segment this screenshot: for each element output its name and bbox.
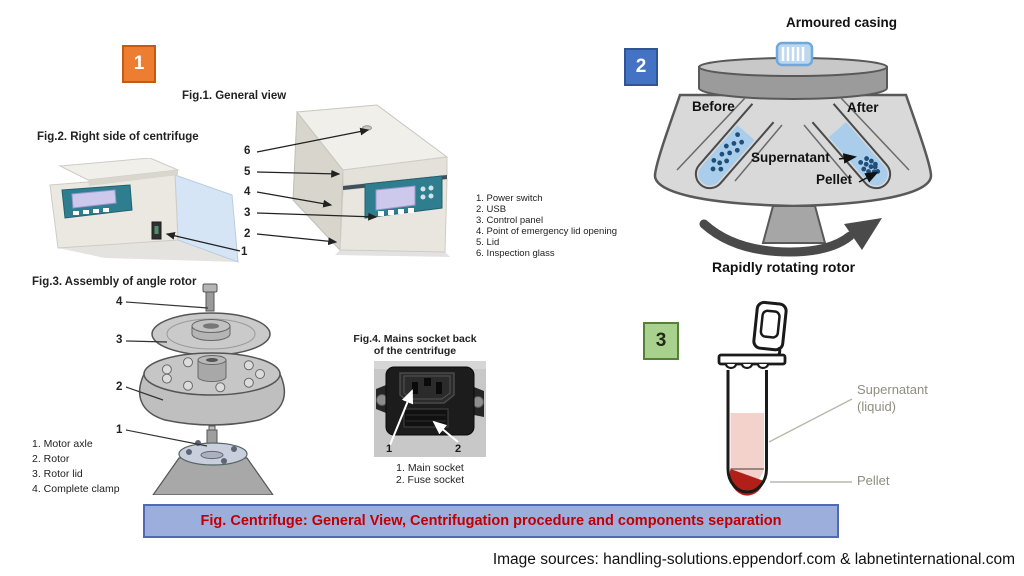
fig3-rotor-assembly-image	[138, 283, 286, 495]
before-label: Before	[692, 99, 735, 114]
fig3-callout-3: 3	[116, 334, 123, 346]
fig1-legend-line: 1. Power switch	[476, 193, 543, 204]
fig1-legend: 1. Power switch 2. USB 3. Control panel …	[476, 193, 617, 259]
fig1-legend-line: 4. Point of emergency lid opening	[476, 226, 618, 237]
fig1-centrifuge-general-view-image	[292, 104, 450, 257]
figure-caption-text: Fig. Centrifuge: General View, Centrifug…	[200, 513, 782, 529]
fig3-legend-line: 1. Motor axle	[32, 438, 93, 450]
fig1-legend-line: 6. Inspection glass	[476, 248, 555, 259]
fig3-legend-line: 4. Complete clamp	[32, 483, 120, 495]
tube-pellet-label: Pellet	[857, 473, 890, 488]
fig4-mains-socket-photo	[374, 361, 486, 457]
fig3-callout-4: 4	[116, 296, 123, 308]
fig3-callout-2: 2	[116, 381, 123, 393]
fig4-title: Fig.4. Mains socket back of the centrifu…	[352, 333, 478, 357]
rotating-rotor-label: Rapidly rotating rotor	[712, 259, 856, 275]
armoured-casing-label: Armoured casing	[786, 15, 898, 30]
fig1-legend-line: 2. USB	[476, 204, 507, 215]
fig1-callout-5: 5	[244, 166, 251, 178]
fig1-legend-line: 3. Control panel	[476, 215, 544, 226]
tube-supernatant-label: Supernatant	[857, 382, 928, 397]
fig4-title-line1: Fig.4. Mains socket back	[353, 333, 477, 345]
fig4-legend: 1. Main socket 2. Fuse socket	[374, 462, 486, 486]
section-badge-3: 3	[643, 322, 679, 360]
fig3-legend-line: 2. Rotor	[32, 453, 70, 465]
fig4-legend-line: 1. Main socket	[396, 462, 464, 474]
fig4-callout-2: 2	[455, 443, 462, 455]
pellet-label: Pellet	[816, 172, 853, 187]
image-source-note: Image sources: handling-solutions.eppend…	[492, 551, 1015, 568]
fig4-legend-line: 2. Fuse socket	[395, 474, 465, 486]
centrifugation-diagram-image	[653, 41, 933, 257]
microcentrifuge-tube-image	[717, 300, 853, 496]
fig1-callout-6: 6	[244, 145, 251, 157]
fig2-centrifuge-right-side-image	[49, 158, 239, 263]
tube-supernatant-sub-label: (liquid)	[857, 399, 897, 414]
fig4-callout-1: 1	[386, 443, 393, 455]
fig2-title: Fig.2. Right side of centrifuge	[37, 131, 199, 143]
fig1-legend-line: 5. Lid	[476, 237, 500, 248]
section-badge-2: 2	[624, 48, 658, 86]
fig3-callout-1: 1	[116, 424, 123, 436]
fig1-callout-3: 3	[244, 207, 251, 219]
fig1-callout-4: 4	[244, 186, 251, 198]
fig3-legend: 1. Motor axle 2. Rotor 3. Rotor lid 4. C…	[32, 437, 120, 497]
fig1-callout-2: 2	[244, 228, 251, 240]
section-badge-1: 1	[122, 45, 156, 83]
after-label: After	[847, 100, 879, 115]
fig3-legend-line: 3. Rotor lid	[32, 468, 83, 480]
fig3-title: Fig.3. Assembly of angle rotor	[32, 276, 197, 288]
fig1-callout-1: 1	[241, 246, 248, 258]
supernatant-label: Supernatant	[751, 150, 830, 165]
fig4-title-line2: of the centrifuge	[373, 345, 457, 357]
figure-caption-bar: Fig. Centrifuge: General View, Centrifug…	[143, 504, 839, 538]
fig1-title: Fig.1. General view	[182, 90, 287, 102]
